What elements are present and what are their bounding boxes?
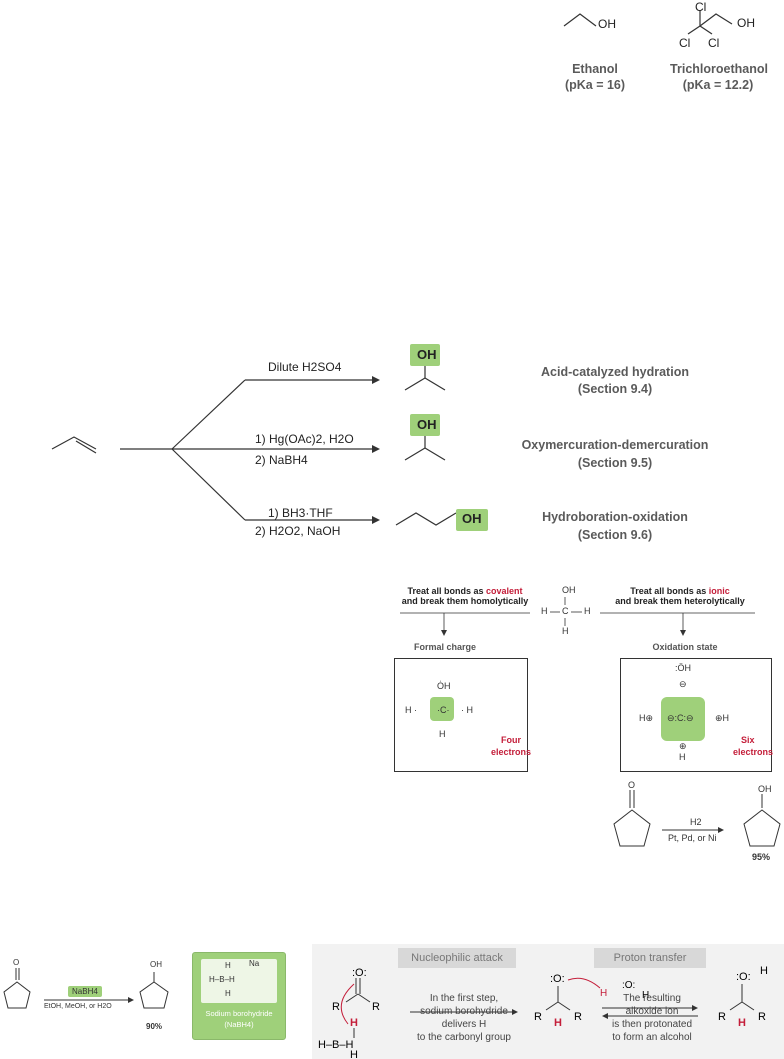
reagent-1: Dilute H2SO4 — [268, 360, 342, 374]
center-h-right: H — [584, 606, 591, 616]
cl-right: Cl — [708, 36, 720, 50]
ethanol-structure — [563, 13, 597, 27]
sodium-borohydride-box: H Na H–B–H H Sodium borohydride (NaBH4) — [192, 952, 286, 1040]
right-heading: Treat all bonds as ionic and break them … — [615, 586, 745, 606]
svg-text:H: H — [350, 1049, 358, 1059]
oxidation-state-title: Oxidation state — [652, 642, 718, 652]
reaction-name-3: Hydroboration-oxidation — [542, 510, 688, 524]
fc-oh: ȮH — [437, 681, 451, 691]
fc-c: ·C· — [437, 705, 450, 715]
svg-text:H–B–H: H–B–H — [318, 1039, 354, 1051]
left-heading: Treat all bonds as covalent and break th… — [401, 586, 529, 606]
bh-ketone-o: O — [13, 958, 20, 967]
reaction-section-1: (Section 9.4) — [577, 382, 653, 396]
step2-title: Proton transfer — [594, 948, 706, 968]
ethanol-oh: OH — [598, 17, 616, 31]
svg-text:H: H — [554, 1017, 562, 1029]
svg-text:H: H — [600, 988, 607, 999]
hydrogenation-oh: OH — [758, 784, 772, 794]
svg-text:R: R — [372, 1001, 380, 1013]
ethanol-name: Ethanol — [572, 62, 618, 76]
trichloroethanol-oh: OH — [737, 16, 755, 30]
step1-description: In the first step, sodium borohydride de… — [417, 993, 511, 1043]
reagent-2a: 1) Hg(OAc)2, H2O — [255, 432, 354, 446]
borohydride-label-2: (NaBH4) — [224, 1020, 254, 1029]
step2-description: The resulting alkoxide ion is then proto… — [611, 993, 693, 1043]
center-h-left: H — [541, 606, 548, 616]
formal-charge-box: ȮH H · ·C· · H H Four electrons — [394, 658, 532, 772]
product-oh-2: OH — [417, 417, 437, 432]
reaction-section-2: (Section 9.5) — [577, 456, 653, 470]
os-oh: :ÖH — [675, 663, 692, 673]
bh-yield: 90% — [146, 1022, 163, 1031]
svg-text:R: R — [718, 1011, 726, 1023]
trichloroethanol-pka: (pKa = 12.2) — [682, 78, 754, 92]
center-oh: OH — [562, 585, 576, 595]
six-label: Six — [741, 735, 755, 745]
svg-text::O:: :O: — [352, 967, 367, 979]
six-electrons-label: electrons — [733, 747, 774, 757]
solvent-label: EtOH, MeOH, or H2O — [44, 1003, 112, 1010]
formal-charge-title: Formal charge — [413, 642, 477, 652]
reaction-name-2: Oxymercuration-demercuration — [521, 438, 709, 452]
bh4-h-top: H — [225, 961, 231, 970]
svg-text:H: H — [738, 1017, 746, 1029]
hydrogenation-yield: 95% — [752, 852, 771, 862]
center-h-bottom: H — [562, 626, 569, 636]
trichloroethanol-name: Trichloroethanol — [670, 62, 768, 76]
nabh4-reagent: NaBH4 — [68, 986, 102, 997]
carbon-highlight — [430, 697, 454, 721]
bh-product-oh: OH — [150, 960, 162, 969]
cl-left: Cl — [679, 36, 691, 50]
fc-h-bottom: H — [439, 729, 446, 739]
borohydride-structures — [3, 968, 169, 1009]
hydration-arrows — [51, 344, 488, 531]
ketone-o: O — [628, 780, 636, 790]
product-oh-3: OH — [462, 511, 482, 526]
h2-reagent: H2 — [690, 817, 702, 827]
svg-text::O:: :O: — [736, 971, 751, 983]
four-label: Four — [501, 735, 521, 745]
svg-text:H: H — [350, 1017, 358, 1029]
os-h-left: H⊕ — [639, 713, 654, 723]
reagent-2b: 2) NaBH4 — [255, 453, 308, 467]
os-h-right: ⊕H — [715, 713, 730, 723]
fc-h-right: · H — [461, 705, 473, 715]
product-oh-1: OH — [417, 347, 437, 362]
mechanism-structures: :O: R R H H–B–H H :O: R R H H :O: H :O: … — [318, 965, 768, 1059]
fc-h-left: H · — [405, 705, 417, 715]
svg-text:H: H — [760, 965, 768, 977]
carbon-highlight-ionic — [661, 697, 705, 741]
reagent-3b: 2) H2O2, NaOH — [255, 524, 341, 538]
reaction-name-1: Acid-catalyzed hydration — [541, 365, 689, 379]
bh4-h-bottom: H — [225, 989, 231, 998]
catalyst-reagent: Pt, Pd, or Ni — [668, 833, 717, 843]
reaction-section-3: (Section 9.6) — [577, 528, 653, 542]
cl-top: Cl — [695, 0, 707, 14]
os-minus: ⊖ — [679, 679, 687, 689]
svg-text:R: R — [574, 1011, 582, 1023]
na-label: Na — [249, 959, 260, 968]
hydrogenation-structures — [613, 790, 781, 847]
svg-text:R: R — [758, 1011, 766, 1023]
four-electrons-label: electrons — [491, 747, 532, 757]
trichloroethanol-structure — [687, 10, 733, 35]
borohydride-inner — [201, 959, 277, 1003]
step1-title: Nucleophilic attack — [398, 948, 516, 968]
svg-text:H: H — [642, 990, 649, 1001]
borohydride-label-1: Sodium borohydride — [205, 1009, 273, 1018]
reagent-3a: 1) BH3·THF — [268, 506, 333, 520]
svg-text::O:: :O: — [550, 973, 565, 985]
oxidation-state-box: :ÖH ⊖ H⊕ ⊖:C:⊖ ⊕H ⊕H Six electrons — [620, 658, 774, 772]
center-c: C — [562, 606, 569, 616]
svg-text::O:: :O: — [622, 980, 635, 991]
ethanol-pka: (pKa = 16) — [564, 78, 626, 92]
svg-text:R: R — [534, 1011, 542, 1023]
bh4-center: H–B–H — [209, 975, 235, 984]
os-h-bottom: ⊕H — [679, 741, 687, 762]
svg-text:R: R — [332, 1001, 340, 1013]
os-c: ⊖:C:⊖ — [667, 713, 694, 723]
